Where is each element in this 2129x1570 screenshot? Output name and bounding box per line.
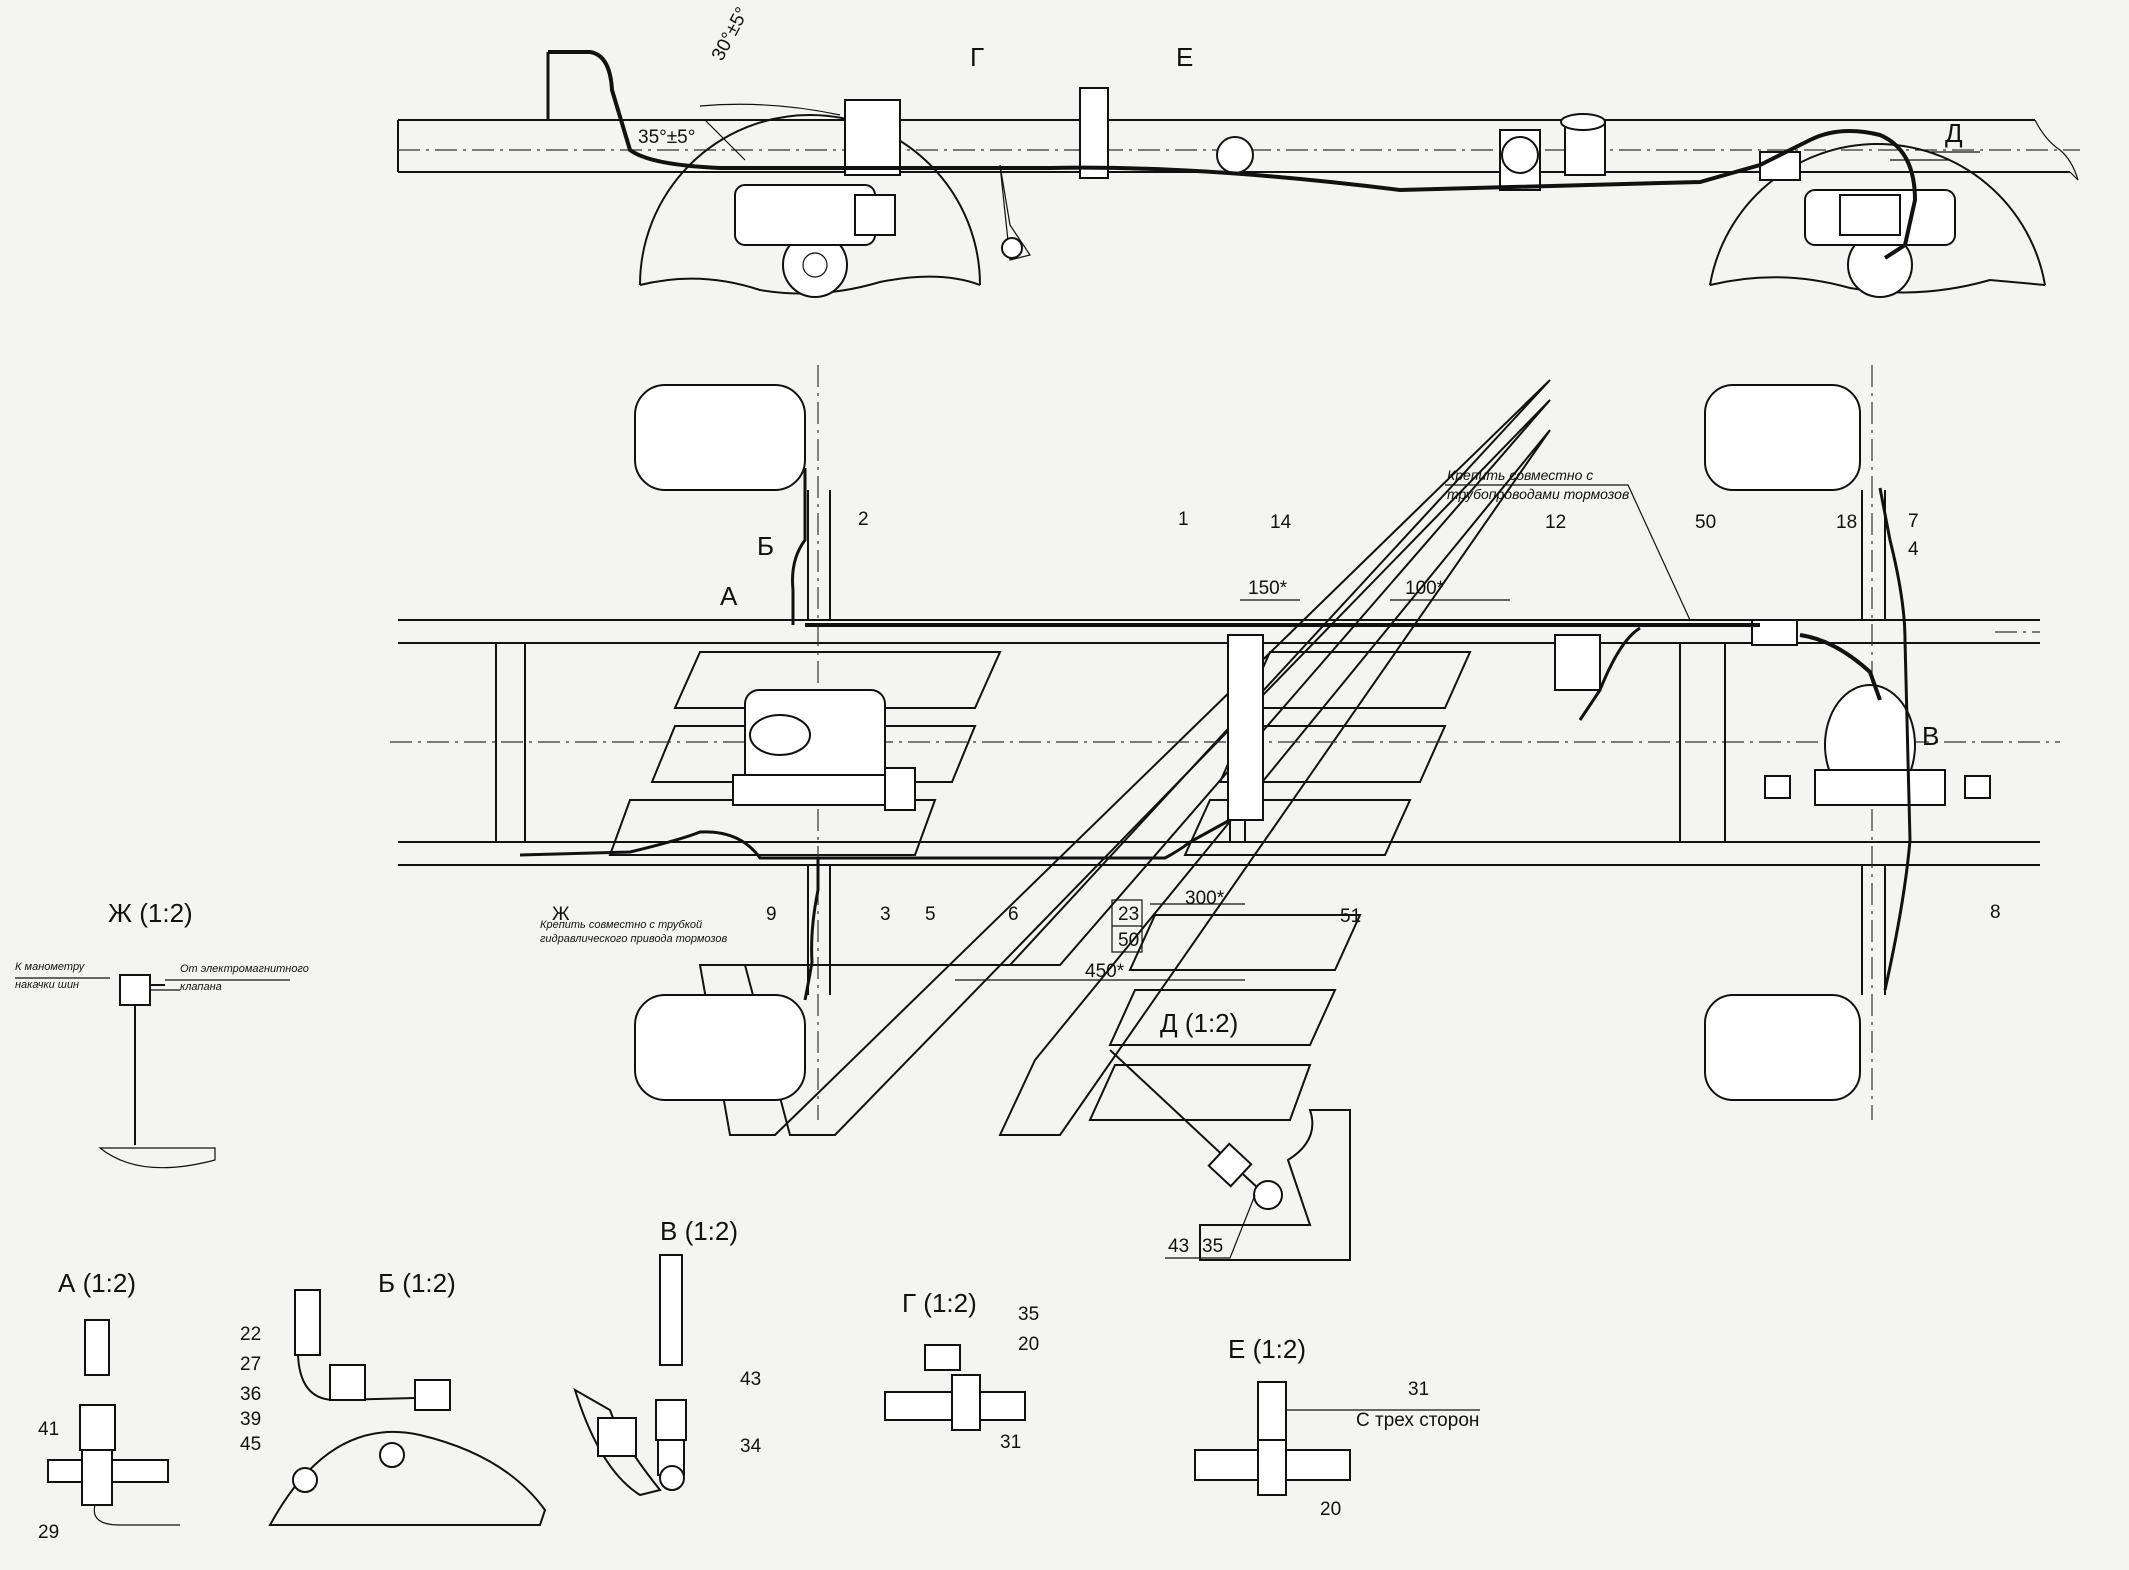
- plan-view: А Б В Ж 1 2 3 4 5 6 7 8 9 12 14 18 23 50…: [390, 365, 2060, 1120]
- g-part-31: 31: [1000, 1432, 1021, 1453]
- label-angle-30: 30°±5°: [708, 4, 753, 64]
- d-part-43: 43: [1168, 1236, 1189, 1257]
- part-2: 2: [858, 509, 869, 530]
- zh-note-right-1: От электромагнитного: [180, 963, 309, 975]
- g-part-35: 35: [1018, 1304, 1039, 1325]
- part-12: 12: [1545, 512, 1566, 533]
- detail-g: Г (1:2) 35 20 31: [884, 1288, 1039, 1453]
- detail-v: В (1:2) 43 34: [573, 1216, 762, 1497]
- g-part-20: 20: [1018, 1334, 1039, 1355]
- v-part-34: 34: [740, 1436, 762, 1457]
- detail-a: А (1:2) 41 29: [38, 1268, 180, 1543]
- detail-zh: Ж (1:2) К манометру накачки шин От элект…: [15, 898, 309, 1169]
- part-8: 8: [1990, 902, 2001, 923]
- detail-b-title: Б (1:2): [378, 1268, 456, 1298]
- watermark-logo: [608, 379, 1551, 1136]
- part-9: 9: [766, 904, 777, 925]
- dim-100: 100*: [1405, 578, 1445, 599]
- detail-d-title: Д (1:2): [1160, 1008, 1238, 1038]
- part-23: 23: [1118, 904, 1139, 925]
- dim-150: 150*: [1248, 578, 1288, 599]
- part-1: 1: [1178, 509, 1189, 530]
- label-Zh: Ж: [552, 904, 570, 925]
- part-5: 5: [925, 904, 936, 925]
- side-view: 30°±5° 35°±5° Г Е Д: [397, 4, 2080, 298]
- part-18: 18: [1836, 512, 1857, 533]
- part-3: 3: [880, 904, 891, 925]
- b-part-45: 45: [240, 1434, 261, 1455]
- e-part-20: 20: [1320, 1499, 1341, 1520]
- detail-e: Е (1:2) 31 С трех сторон 20: [1194, 1334, 1480, 1520]
- part-50: 50: [1118, 930, 1139, 951]
- detail-b: Б (1:2) 22 27 36 39 45: [240, 1268, 547, 1526]
- label-A: А: [720, 581, 738, 611]
- detail-d: Д (1:2) 43 35: [1109, 1008, 1351, 1261]
- note-hydro-1: Крепить совместно с трубкой: [540, 919, 702, 931]
- part-50-top: 50: [1695, 512, 1716, 533]
- label-B: Б: [757, 531, 774, 561]
- v-part-43: 43: [740, 1369, 761, 1390]
- a-part-41: 41: [38, 1419, 59, 1440]
- note-mount-1: Крепить совместно с: [1447, 467, 1593, 483]
- note-mount-2: трубопроводами тормозов: [1447, 486, 1629, 502]
- detail-a-title: А (1:2): [58, 1268, 136, 1298]
- part-51: 51: [1340, 906, 1361, 927]
- part-6: 6: [1008, 904, 1019, 925]
- part-7: 7: [1908, 511, 1919, 532]
- e-note: С трех сторон: [1356, 1410, 1479, 1431]
- e-part-31: 31: [1408, 1379, 1429, 1400]
- zh-note-right-2: клапана: [180, 981, 222, 993]
- dim-300: 300*: [1185, 888, 1225, 909]
- d-part-35: 35: [1202, 1236, 1223, 1257]
- zh-note-left-2: накачки шин: [15, 979, 79, 991]
- b-part-22: 22: [240, 1324, 261, 1345]
- part-4: 4: [1908, 539, 1919, 560]
- part-14: 14: [1270, 512, 1292, 533]
- label-E: Е: [1176, 42, 1193, 72]
- label-V: В: [1922, 721, 1939, 751]
- dim-450: 450*: [1085, 961, 1125, 982]
- a-part-29: 29: [38, 1522, 59, 1543]
- b-part-39: 39: [240, 1409, 261, 1430]
- zh-note-left-1: К манометру: [15, 961, 86, 973]
- note-hydro-2: гидравлического привода тормозов: [540, 933, 727, 945]
- label-D: Д: [1945, 118, 1963, 148]
- detail-v-title: В (1:2): [660, 1216, 738, 1246]
- detail-zh-title: Ж (1:2): [108, 898, 193, 928]
- b-part-27: 27: [240, 1354, 261, 1375]
- b-part-36: 36: [240, 1384, 261, 1405]
- detail-e-title: Е (1:2): [1228, 1334, 1306, 1364]
- label-angle-35: 35°±5°: [638, 127, 695, 148]
- detail-g-title: Г (1:2): [902, 1288, 977, 1318]
- label-G: Г: [970, 42, 984, 72]
